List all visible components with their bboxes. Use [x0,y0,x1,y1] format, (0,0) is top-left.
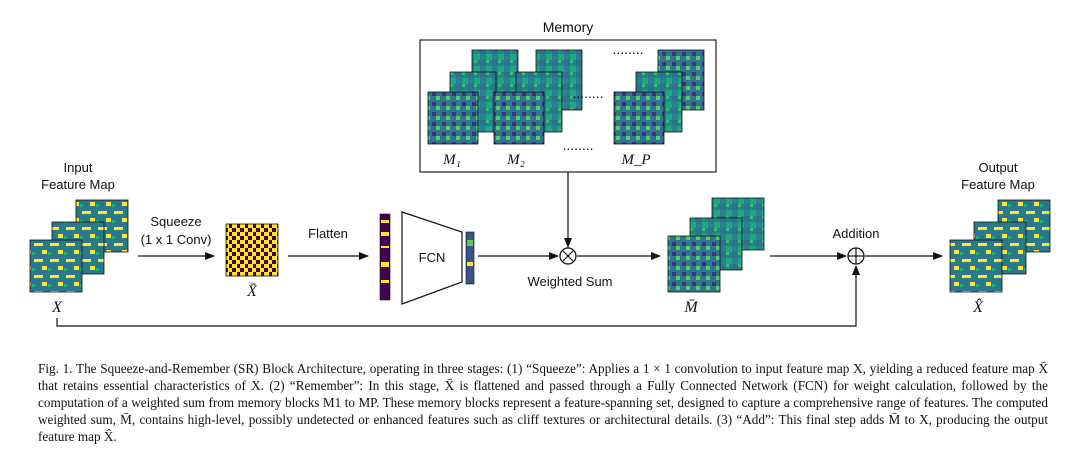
memory-title: Memory [543,19,594,35]
figure-caption: Fig. 1. The Squeeze-and-Remember (SR) Bl… [38,361,1048,444]
m2-label: M₂ [506,152,525,168]
input-feature-map [29,199,129,293]
m1-label: M₁ [442,152,461,168]
fcn-block [401,211,463,305]
memory-block-mp [613,49,705,145]
weighted-sum-operator [559,247,577,265]
xhat-symbol: X̂ [972,297,984,316]
squeeze-label-line2: (1 x 1 Conv) [141,232,212,247]
squeezed-feature-map [225,223,279,277]
weight-vector [465,231,475,285]
memory-dots-top: ........ [612,41,643,57]
output-feature-map [949,199,1051,293]
addition-label: Addition [833,226,880,241]
fcn-label: FCN [419,250,446,265]
memory-dots-bottom: ........ [562,137,593,153]
weighted-sum-label: Weighted Sum [527,274,612,289]
memory-box: Memory ........ ........ ........ M₁ M₂ … [419,19,717,173]
output-title-line2: Feature Map [961,177,1035,192]
input-symbol: X [51,299,63,316]
weighted-memory-block [667,197,765,293]
mbar-symbol: M̄ [683,299,699,316]
squeeze-label-line1: Squeeze [150,214,201,229]
input-title-line1: Input [64,160,93,175]
flatten-label: Flatten [308,226,348,241]
input-title-line2: Feature Map [41,177,115,192]
flattened-vector [379,213,391,301]
mp-label: M_P [620,152,650,168]
memory-block-m1 [427,49,519,145]
addition-operator [847,247,865,265]
xbar-symbol: X̄ [246,283,258,300]
skip-connection-arrow [56,265,860,327]
memory-block-m2 [493,49,583,145]
output-title-line1: Output [978,160,1017,175]
memory-dots-mid: ........ [572,85,603,101]
